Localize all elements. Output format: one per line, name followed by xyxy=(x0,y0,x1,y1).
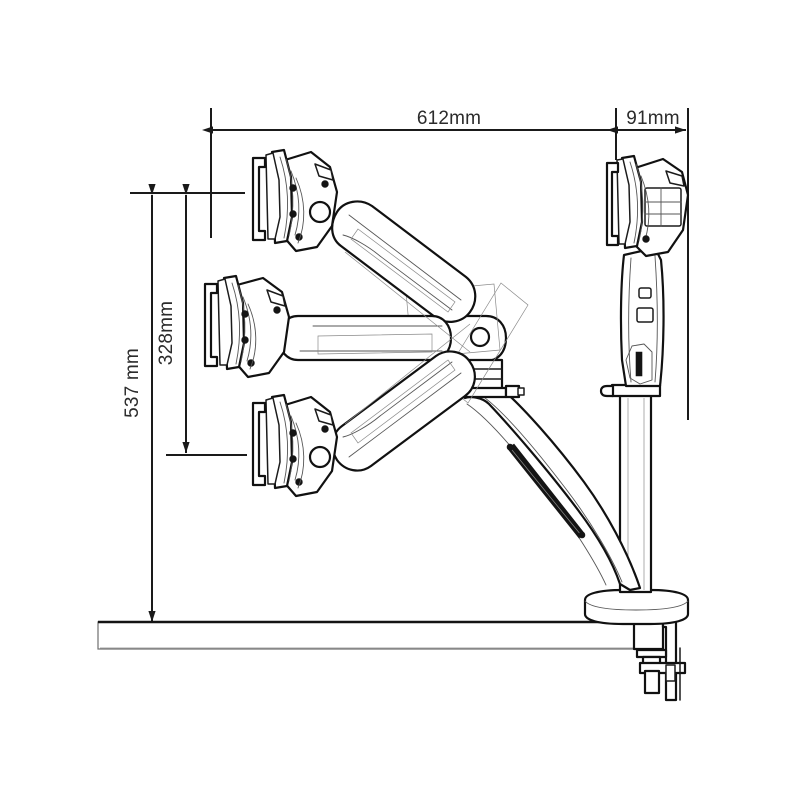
riser-column-cap-knob xyxy=(599,384,615,398)
motion-sweep-ghosts xyxy=(344,251,471,425)
mid-vesa-curve-a xyxy=(231,282,240,365)
upper-arm-low-position xyxy=(331,350,476,472)
upper-arm-top-body xyxy=(331,200,477,323)
low-vesa-curve-c xyxy=(290,415,300,481)
mid-bolt-1 xyxy=(241,310,249,318)
folded-monitor-bracket xyxy=(605,161,620,247)
upper-arm-low-edge-b xyxy=(342,361,453,438)
dim-label-91: 91mm xyxy=(626,108,680,129)
top-monitor-bracket xyxy=(251,156,267,242)
gas-strut-end-a xyxy=(506,443,514,451)
lower-arm-centerline xyxy=(475,391,623,583)
mid-bolt-4 xyxy=(273,306,281,314)
folded-arm-assembly xyxy=(605,154,690,388)
mid-vesa-curve-b xyxy=(237,284,246,363)
hub-pivot-hole xyxy=(469,326,491,348)
folded-head-tab xyxy=(665,170,685,187)
folded-housing-edge-right xyxy=(654,255,658,383)
folded-spring-rod xyxy=(635,351,643,377)
desk-edge-cap xyxy=(632,620,665,651)
upper-arm-low-body xyxy=(331,350,476,472)
low-bolt-2 xyxy=(289,455,297,463)
upper-arm-mid-inset xyxy=(317,333,433,355)
dim-label-612: 612mm xyxy=(417,108,481,129)
folded-housing-slot-upper xyxy=(638,287,652,299)
top-vesa-backplate xyxy=(265,152,281,240)
low-head-arc xyxy=(295,422,305,489)
dimension-537mm: 537 mm xyxy=(122,184,156,622)
monitor-low-position xyxy=(251,393,339,498)
upper-arm-middle-position xyxy=(259,314,453,362)
clamp-vertical-spine xyxy=(661,616,678,702)
desk-surface xyxy=(97,620,665,651)
top-head-tab xyxy=(314,163,334,181)
dim-label-328: 328mm xyxy=(156,301,177,365)
upper-arm-top-edge-b xyxy=(342,234,453,311)
folded-head-window xyxy=(644,187,682,227)
base-puck-body xyxy=(583,588,690,626)
mid-vesa-backplate xyxy=(217,278,233,366)
top-vesa-curve-b xyxy=(285,158,294,237)
hub-clamp-screw xyxy=(504,384,521,399)
monitor-middle-position xyxy=(203,274,291,379)
dimension-91mm: 91mm xyxy=(607,108,686,134)
desk-top-slab xyxy=(97,621,664,650)
lower-arm-assembly xyxy=(463,381,642,592)
base-puck-seam xyxy=(584,600,689,611)
dim-label-537: 537 mm xyxy=(122,348,143,418)
dimension-328mm: 328mm xyxy=(156,184,190,453)
top-vesa-curve-c xyxy=(290,170,300,236)
low-monitor-bracket xyxy=(251,401,267,487)
mid-head-arc xyxy=(247,303,257,370)
upper-arm-low-inset xyxy=(350,359,456,444)
low-bolt-4 xyxy=(321,425,329,433)
low-vesa-backplate xyxy=(265,397,281,485)
clamp-lower-jaw xyxy=(638,661,687,675)
top-vesa-curve-a xyxy=(279,156,288,239)
mid-bolt-2 xyxy=(241,336,249,344)
dimension-612mm: 612mm xyxy=(202,108,616,134)
clamp-thumb-screw xyxy=(643,669,661,695)
desk-clamp xyxy=(635,616,687,702)
folded-vesa-curve-c xyxy=(640,175,650,241)
clamp-slot-detail xyxy=(665,664,676,682)
low-head-pivot-hole xyxy=(308,445,332,469)
top-bolt-1 xyxy=(289,184,297,192)
folded-vesa-curve-a xyxy=(629,161,638,244)
folded-housing-slot-lower xyxy=(636,307,654,323)
mid-vesa-curve-c xyxy=(242,296,252,362)
hub-clamp-screw-head xyxy=(517,387,525,396)
riser-column xyxy=(599,383,662,594)
low-vesa-curve-a xyxy=(279,401,288,484)
upper-arm-top-position xyxy=(331,200,477,323)
monitor-top-position xyxy=(251,148,339,253)
lower-arm-body xyxy=(463,381,642,592)
top-head-pivot-hole xyxy=(308,200,332,224)
upper-arm-top-edge-a xyxy=(348,214,462,301)
folded-internal-linkage xyxy=(625,343,653,385)
gas-strut-end-b xyxy=(578,531,586,539)
top-bolt-2 xyxy=(289,210,297,218)
top-head-arc xyxy=(295,177,305,244)
folded-vesa-curve-b xyxy=(635,163,644,242)
base-puck xyxy=(583,588,690,626)
folded-housing-edge-left xyxy=(628,257,632,383)
sweep-line-upper xyxy=(344,251,471,353)
top-bolt-4 xyxy=(321,180,329,188)
sweep-line-lower xyxy=(344,323,471,425)
upper-arm-low-edge-a xyxy=(348,372,462,458)
mid-monitor-bracket xyxy=(203,282,219,368)
upper-arm-top-inset xyxy=(350,228,456,313)
low-bolt-1 xyxy=(289,429,297,437)
low-vesa-curve-b xyxy=(285,403,294,482)
folded-pivot-bolt xyxy=(642,235,650,243)
gas-strut-highlight xyxy=(511,449,582,536)
mid-head-tab xyxy=(266,289,286,307)
low-head-tab xyxy=(314,408,334,426)
